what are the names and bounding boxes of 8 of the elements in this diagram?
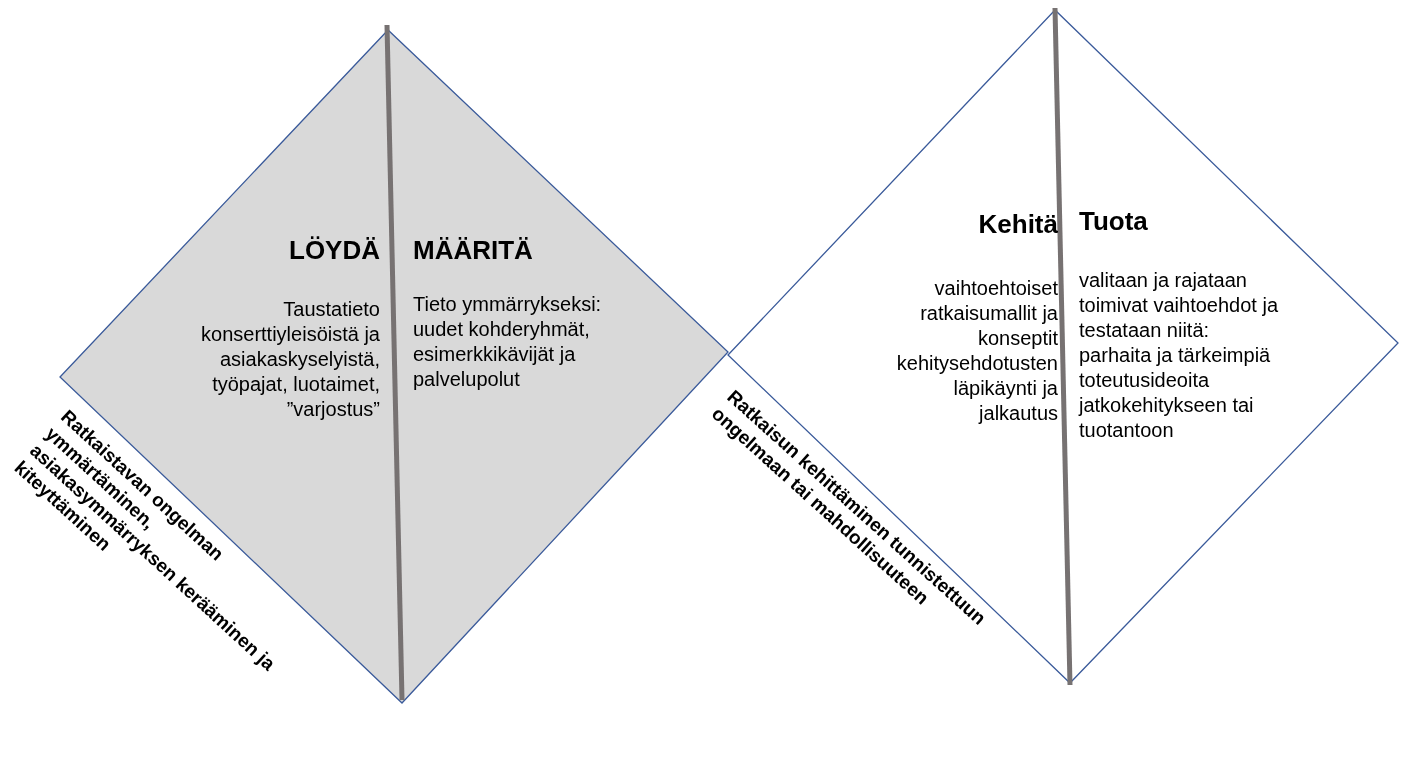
phase-description: valitaan ja rajataan toimivat vaihtoehdot ja testataan niitä: parhaita ja tärkeimpiä toteutusideoita jatkokehitykseen tai tuotantoon bbox=[1079, 268, 1279, 443]
phase-description: Taustatieto konserttiyleisöistä ja asiakaskyselyistä, työpajat, luotaimet, ”varjostus” bbox=[200, 297, 380, 422]
phase-heading: MÄÄRITÄ bbox=[413, 235, 533, 266]
phase-heading: Tuota bbox=[1079, 206, 1148, 237]
phase-description: vaihtoehtoiset ratkaisumallit ja konseptit kehitysehdotusten läpikäynti ja jalkautus bbox=[895, 276, 1058, 426]
phase-heading: LÖYDÄ bbox=[289, 235, 380, 266]
phase-heading: Kehitä bbox=[978, 209, 1058, 240]
phase-description: Tieto ymmärrykseksi: uudet kohderyhmät, esimerkkikävijät ja palvelupolut bbox=[413, 292, 603, 392]
